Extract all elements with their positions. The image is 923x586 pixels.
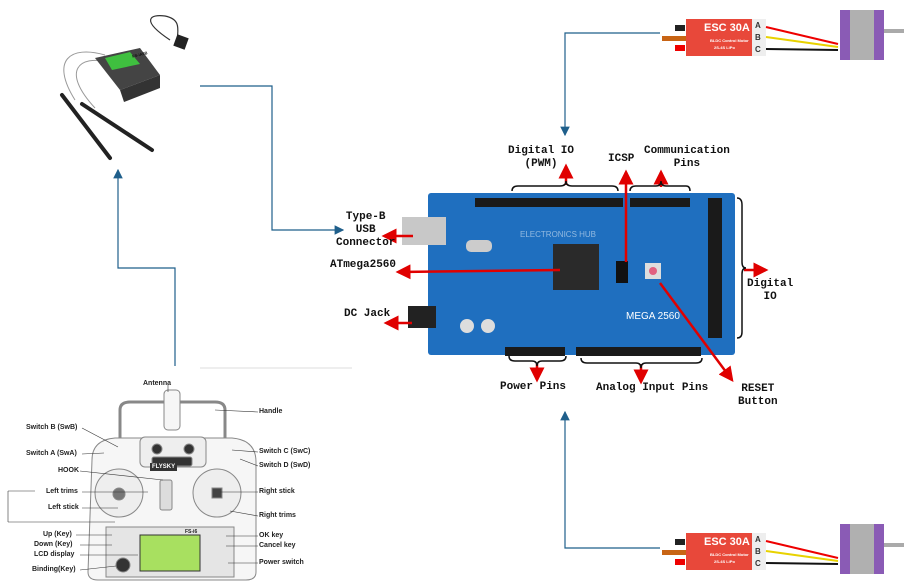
esc-bottom-subtitle: BLDC Control Motor <box>710 552 749 557</box>
label-switch-a: Switch A (SwA) <box>26 450 77 457</box>
esc-top-spec: 2S-4S LiPo <box>714 45 735 50</box>
label-cancel-key: Cancel key <box>259 542 296 549</box>
label-lcd-display: LCD display <box>34 551 75 558</box>
label-antenna: Antenna <box>143 380 171 387</box>
label-digital-io-pwm: Digital IO(PWM) <box>508 145 575 170</box>
connector-lines <box>113 32 660 549</box>
label-switch-b: Switch B (SwB) <box>26 424 78 431</box>
esc-top-subtitle: BLDC Control Motor <box>710 38 749 43</box>
esc-top <box>662 10 904 60</box>
transmitter-to-receiver-line <box>113 168 176 366</box>
esc-bottom-to-board-line <box>560 410 660 549</box>
esc-bottom-title: ESC 30A <box>704 536 750 548</box>
rc-receiver-icon <box>60 15 189 160</box>
label-left-trims: Left trims <box>46 488 78 495</box>
label-switch-d: Switch D (SwD) <box>259 462 311 469</box>
label-right-stick: Right stick <box>259 488 295 495</box>
label-icsp: ICSP <box>608 153 635 165</box>
label-analog-input-pins: Analog Input Pins <box>596 382 709 394</box>
label-handle: Handle <box>259 408 283 415</box>
braces <box>508 180 747 369</box>
label-switch-c: Switch C (SwC) <box>259 448 311 455</box>
label-ok-key: OK key <box>259 532 284 539</box>
label-left-stick: Left stick <box>48 504 79 511</box>
label-power-switch: Power switch <box>259 559 304 566</box>
receiver-to-usb-line <box>200 85 345 235</box>
esc-top-to-board-line <box>560 32 660 137</box>
board-name: MEGA 2560 <box>626 311 680 322</box>
esc-bottom-spec: 2S-4S LiPo <box>714 559 735 564</box>
label-up-key: Up (Key) <box>43 531 72 538</box>
label-dc-jack: DC Jack <box>344 308 391 320</box>
esc-top-title: ESC 30A <box>704 22 750 34</box>
label-power-pins: Power Pins <box>500 381 567 393</box>
label-right-trims: Right trims <box>259 512 296 519</box>
rc-transmitter-icon <box>87 389 257 581</box>
label-atmega2560: ATmega2560 <box>330 259 397 271</box>
transmitter-model: FS-i6 <box>185 529 198 535</box>
label-hook: HOOK <box>58 467 79 474</box>
label-down-key: Down (Key) <box>34 541 73 548</box>
label-binding-key: Binding(Key) <box>32 566 76 573</box>
esc-bottom <box>662 524 904 574</box>
watermark: ELECTRONICS HUB <box>520 230 597 239</box>
transmitter-leader-lines <box>7 385 259 571</box>
transmitter-brand: FLYSKY <box>150 463 178 471</box>
arduino-mega-board <box>402 193 735 356</box>
